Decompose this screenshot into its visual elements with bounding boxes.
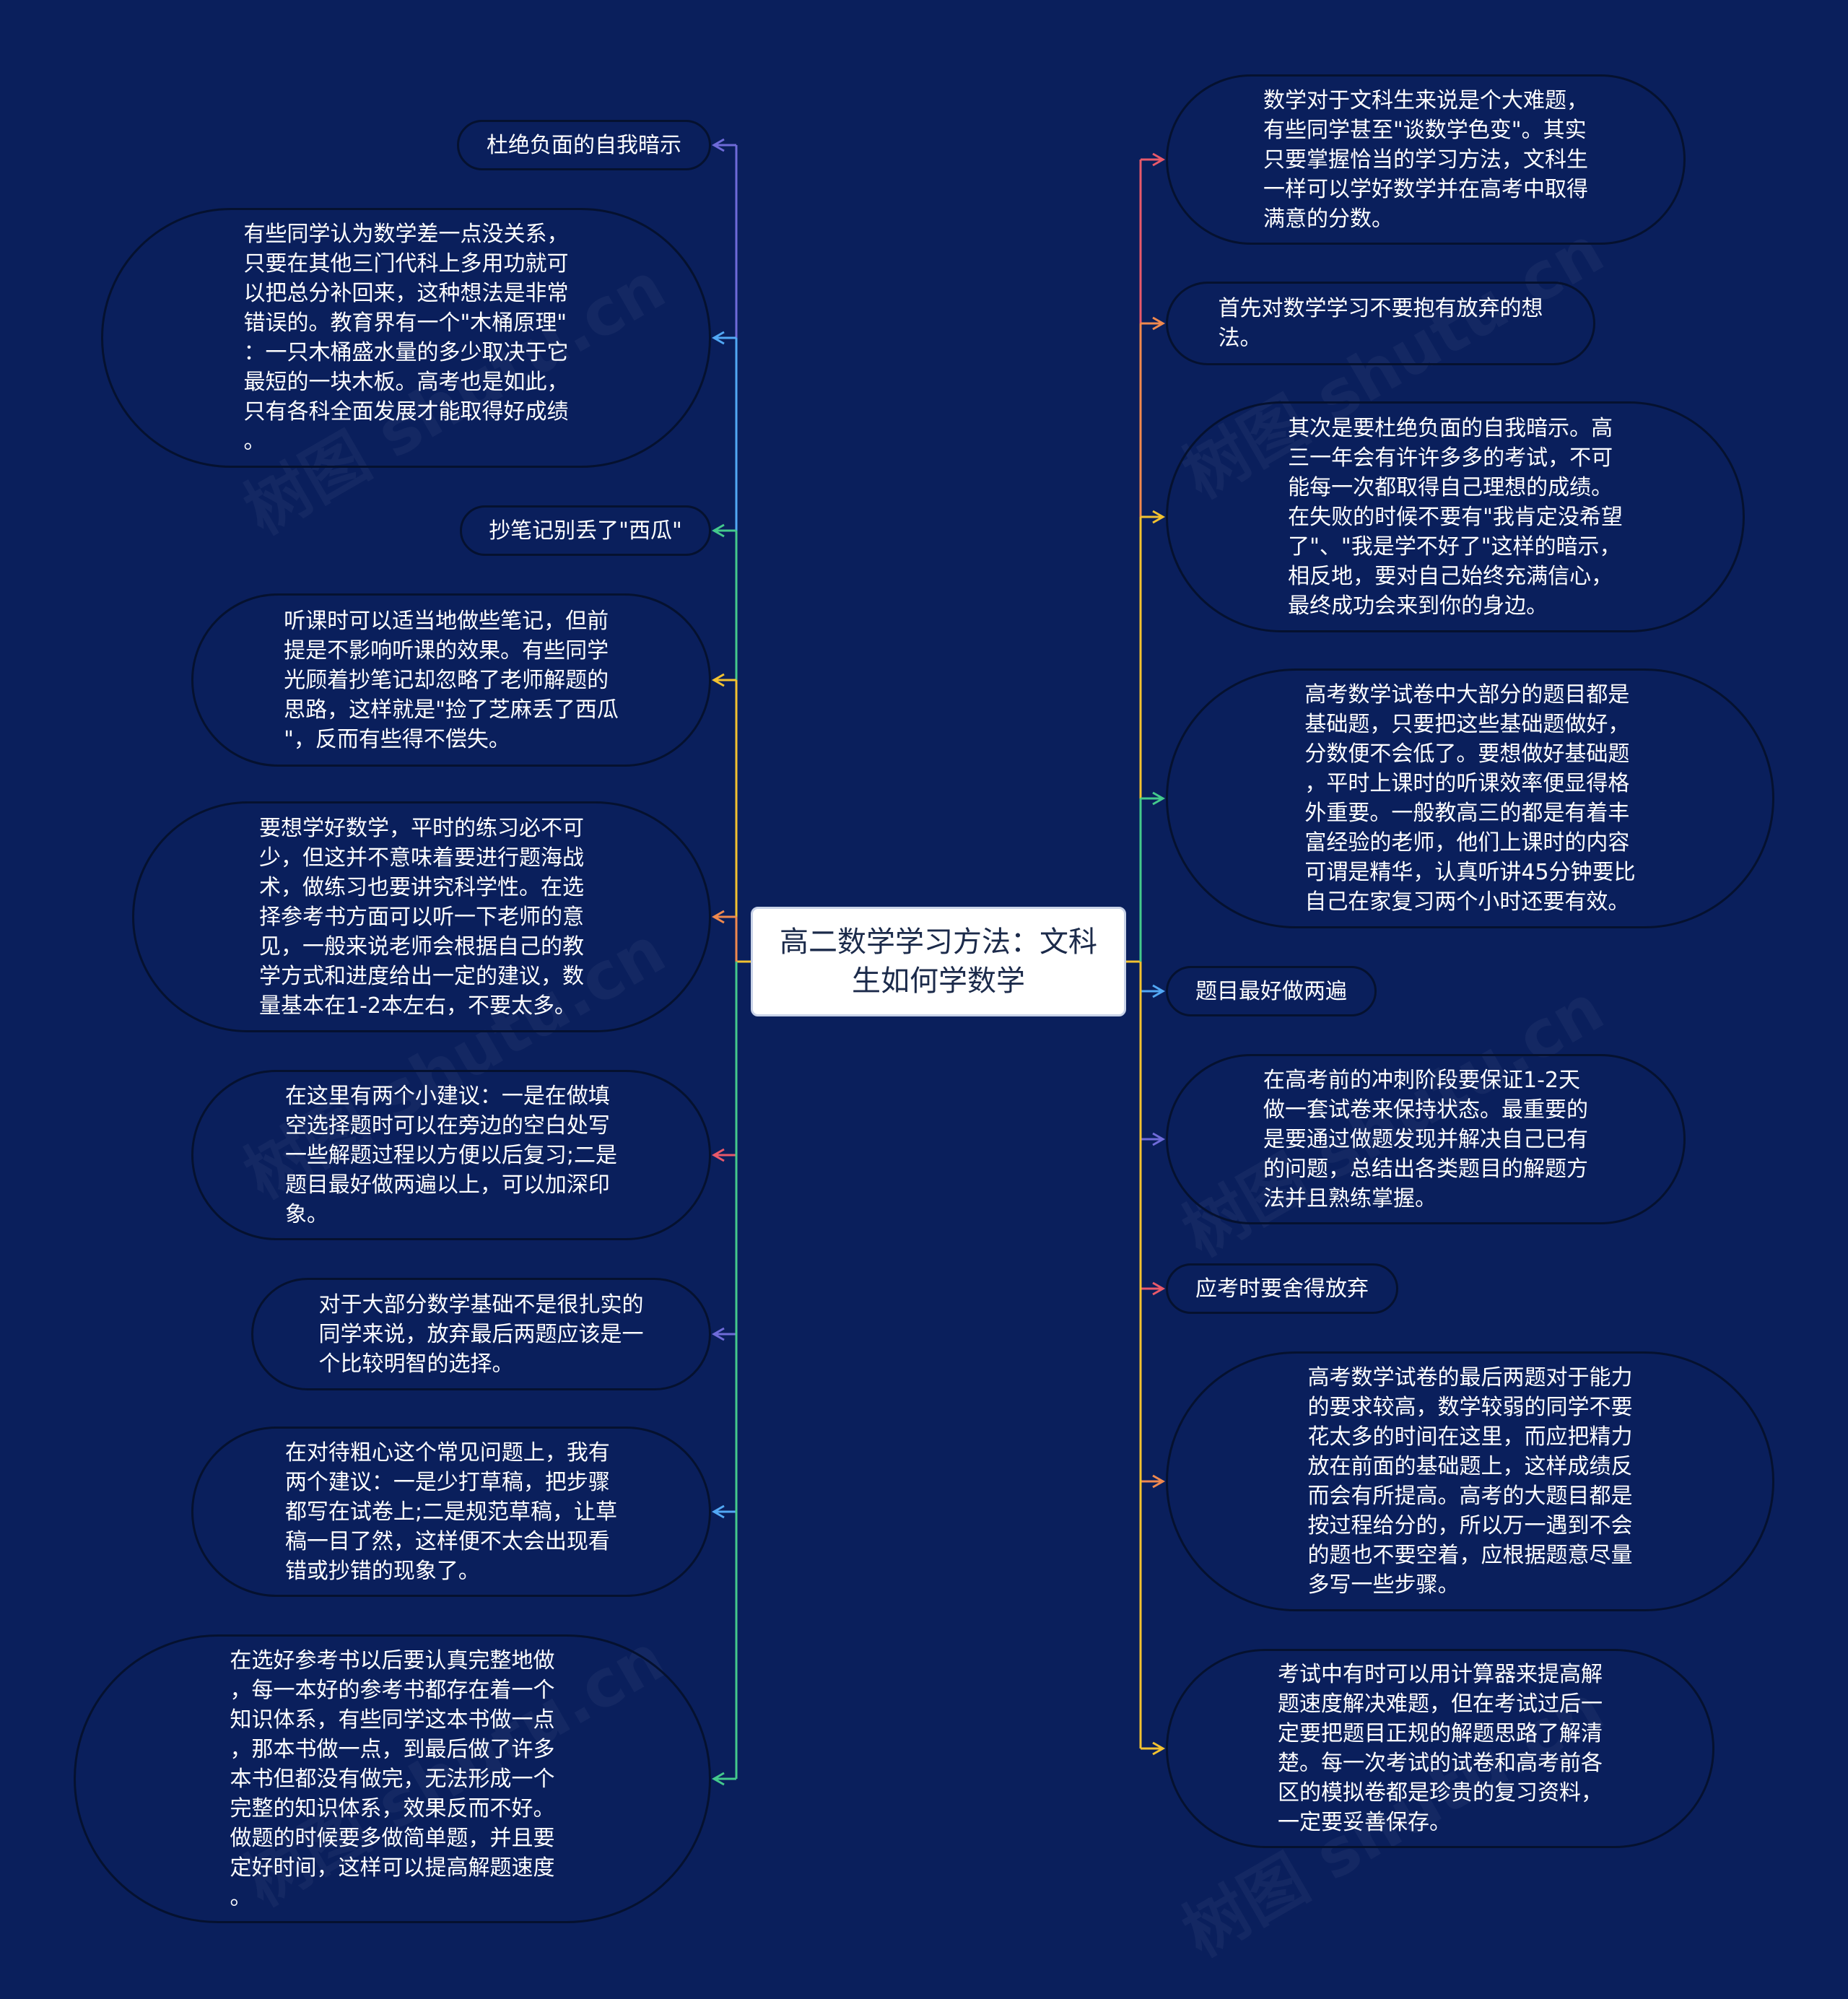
arrow-head-icon <box>711 138 725 152</box>
topic-node-left[interactable]: 要想学好数学，平时的练习必不可 少，但这并不意味着要进行题海战 术，做练习也要讲… <box>132 801 711 1032</box>
arrow-head-icon <box>1152 316 1166 331</box>
topic-label: 在高考前的冲刺阶段要保证1-2天 做一套试卷来保持状态。最重要的 是要通过做题发… <box>1263 1067 1588 1211</box>
arrow-head-icon <box>711 1772 725 1786</box>
topic-node-left[interactable]: 有些同学认为数学差一点没关系， 只要在其他三门代科上多用功就可 以把总分补回来，… <box>101 208 711 468</box>
topic-label: 数学对于文科生来说是个大难题， 有些同学甚至"谈数学色变"。其实 只要掌握恰当的… <box>1263 87 1588 232</box>
topic-node-right[interactable]: 题目最好做两遍 <box>1166 966 1377 1016</box>
topic-node-right[interactable]: 数学对于文科生来说是个大难题， 有些同学甚至"谈数学色变"。其实 只要掌握恰当的… <box>1166 74 1686 245</box>
topic-label: 杜绝负面的自我暗示 <box>487 132 681 158</box>
arrow-head-icon <box>1152 1741 1166 1756</box>
topic-label: 听课时可以适当地做些笔记，但前 提是不影响听课的效果。有些同学 光顾着抄笔记却忽… <box>284 608 619 752</box>
topic-label: 抄笔记别丢了"西瓜" <box>489 518 682 544</box>
topic-label: 对于大部分数学基础不是很扎实的 同学来说，放弃最后两题应该是一 个比较明智的选择… <box>318 1292 644 1377</box>
arrow-head-icon <box>711 673 725 687</box>
topic-node-left[interactable]: 对于大部分数学基础不是很扎实的 同学来说，放弃最后两题应该是一 个比较明智的选择… <box>251 1278 711 1390</box>
arrow-head-icon <box>1152 984 1166 998</box>
topic-label: 考试中有时可以用计算器来提高解 题速度解决难题，但在考试过后一 定要把题目正规的… <box>1278 1662 1603 1835</box>
arrow-head-icon <box>711 1327 725 1341</box>
arrow-head-icon <box>711 331 725 345</box>
topic-label: 要想学好数学，平时的练习必不可 少，但这并不意味着要进行题海战 术，做练习也要讲… <box>259 815 584 1019</box>
topic-label: 应考时要舍得放弃 <box>1195 1276 1369 1302</box>
topic-node-left[interactable]: 听课时可以适当地做些笔记，但前 提是不影响听课的效果。有些同学 光顾着抄笔记却忽… <box>191 593 711 767</box>
topic-label: 题目最好做两遍 <box>1195 978 1347 1004</box>
topic-node-left[interactable]: 在这里有两个小建议：一是在做填 空选择题时可以在旁边的空白处写 一些解题过程以方… <box>191 1070 711 1240</box>
arrow-head-icon <box>711 910 725 924</box>
topic-node-left[interactable]: 抄笔记别丢了"西瓜" <box>460 505 711 556</box>
topic-label: 其次是要杜绝负面的自我暗示。高 三一年会有许许多多的考试，不可 能每一次都取得自… <box>1288 415 1623 619</box>
topic-node-right[interactable]: 其次是要杜绝负面的自我暗示。高 三一年会有许许多多的考试，不可 能每一次都取得自… <box>1166 401 1745 632</box>
arrow-head-icon <box>1152 510 1166 524</box>
topic-node-right[interactable]: 在高考前的冲刺阶段要保证1-2天 做一套试卷来保持状态。最重要的 是要通过做题发… <box>1166 1054 1686 1224</box>
central-topic-label: 高二数学学习方法：文科 生如何学数学 <box>780 926 1097 998</box>
arrow-head-icon <box>1152 791 1166 806</box>
topic-node-left[interactable]: 杜绝负面的自我暗示 <box>457 120 711 170</box>
topic-node-right[interactable]: 应考时要舍得放弃 <box>1166 1263 1398 1314</box>
topic-node-right[interactable]: 高考数学试卷中大部分的题目都是 基础题，只要把这些基础题做好， 分数便不会低了。… <box>1166 668 1774 928</box>
topic-label: 在对待粗心这个常见问题上，我有 两个建议：一是少打草稿，把步骤 都写在试卷上;二… <box>284 1440 618 1584</box>
topic-node-right[interactable]: 考试中有时可以用计算器来提高解 题速度解决难题，但在考试过后一 定要把题目正规的… <box>1166 1649 1714 1848</box>
topic-label: 高考数学试卷的最后两题对于能力 的要求较高，数学较弱的同学不要 花太多的时间在这… <box>1307 1365 1633 1598</box>
arrow-head-icon <box>1152 1132 1166 1146</box>
arrow-head-icon <box>711 523 725 538</box>
arrow-head-icon <box>1152 1281 1166 1296</box>
topic-label: 在选好参考书以后要认真完整地做 ，每一本好的参考书都存在着一个 知识体系，有些同… <box>230 1647 555 1910</box>
topic-node-left[interactable]: 在选好参考书以后要认真完整地做 ，每一本好的参考书都存在着一个 知识体系，有些同… <box>74 1634 711 1923</box>
arrow-head-icon <box>1152 152 1166 167</box>
arrow-head-icon <box>711 1504 725 1519</box>
topic-label: 有些同学认为数学差一点没关系， 只要在其他三门代科上多用功就可 以把总分补回来，… <box>243 222 569 454</box>
topic-node-left[interactable]: 在对待粗心这个常见问题上，我有 两个建议：一是少打草稿，把步骤 都写在试卷上;二… <box>191 1427 711 1597</box>
arrow-head-icon <box>1152 1474 1166 1489</box>
topic-label: 在这里有两个小建议：一是在做填 空选择题时可以在旁边的空白处写 一些解题过程以方… <box>284 1083 618 1227</box>
topic-label: 高考数学试卷中大部分的题目都是 基础题，只要把这些基础题做好， 分数便不会低了。… <box>1304 682 1636 915</box>
topic-label: 首先对数学学习不要抱有放弃的想 法。 <box>1218 296 1543 351</box>
topic-node-right[interactable]: 首先对数学学习不要抱有放弃的想 法。 <box>1166 282 1595 365</box>
central-topic[interactable]: 高二数学学习方法：文科 生如何学数学 <box>751 907 1126 1016</box>
arrow-head-icon <box>711 1148 725 1162</box>
topic-node-right[interactable]: 高考数学试卷的最后两题对于能力 的要求较高，数学较弱的同学不要 花太多的时间在这… <box>1166 1351 1774 1611</box>
